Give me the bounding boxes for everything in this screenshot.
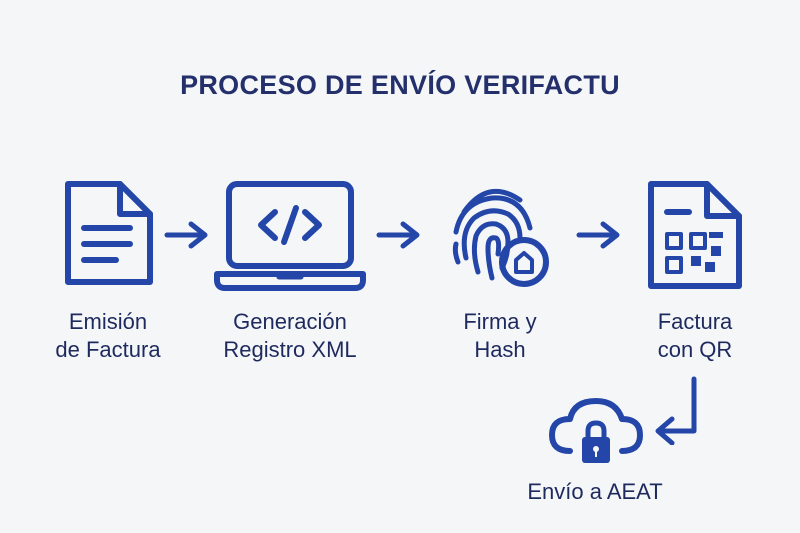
cloud-lock-icon: [549, 398, 643, 463]
step-label-emision: Emisión de Factura: [28, 308, 188, 364]
step-label-line: de Factura: [55, 337, 161, 362]
step-label-line: Envío a AEAT: [527, 479, 663, 504]
arrow-right-icon: [576, 221, 620, 249]
fingerprint-lock-icon: [452, 189, 549, 287]
document-icon: [65, 181, 153, 285]
step-label-firma: Firma y Hash: [420, 308, 580, 364]
step-label-line: Emisión: [68, 309, 148, 334]
arrow-right-icon: [164, 221, 208, 249]
step-label-line: Firma y: [463, 309, 537, 334]
step-label-line: Generación: [233, 309, 347, 334]
step-label-line: con QR: [657, 337, 733, 362]
step-label-line: Factura: [657, 309, 733, 334]
step-label-line: Hash: [474, 337, 526, 362]
step-label-line: Registro XML: [223, 337, 357, 362]
arrow-return-left-icon: [655, 376, 697, 445]
step-label-factura: Factura con QR: [615, 308, 775, 364]
diagram-title: PROCESO DE ENVÍO VERIFACTU: [180, 70, 620, 100]
invoice-qr-icon: [648, 181, 742, 289]
step-label-envio: Envío a AEAT: [500, 478, 690, 506]
laptop-code-icon: [214, 181, 366, 291]
step-label-generacion: Generación Registro XML: [200, 308, 380, 364]
arrow-right-icon: [376, 221, 420, 249]
